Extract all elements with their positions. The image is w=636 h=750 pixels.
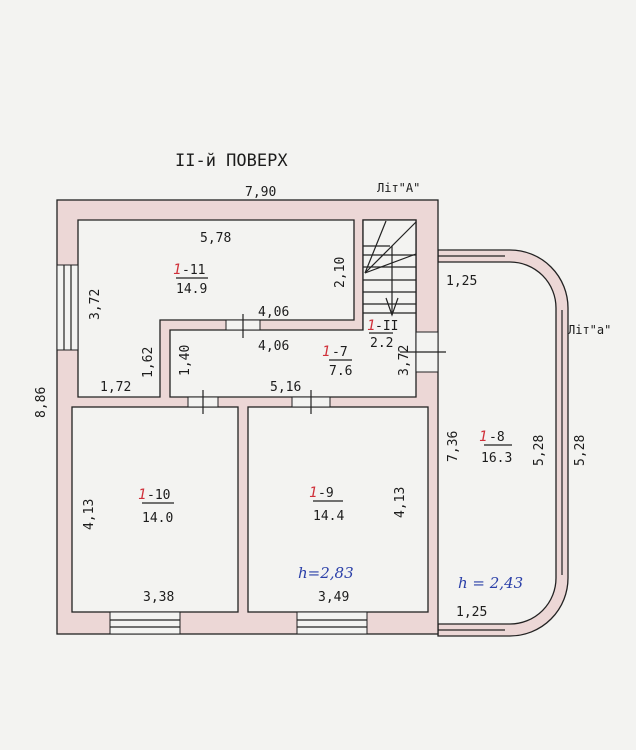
window-bottom-right bbox=[296, 611, 368, 635]
svg-text:7.6: 7.6 bbox=[329, 364, 352, 379]
room-label-11: 1 -11 14.9 bbox=[173, 262, 208, 297]
room-7 bbox=[169, 219, 417, 398]
dim-r10-bottom: 3,38 bbox=[143, 590, 174, 605]
dim-r11-step-top: 4,06 bbox=[258, 305, 289, 320]
dim-outer-height: 8,86 bbox=[34, 387, 49, 418]
dim-r7-bottom: 5,16 bbox=[270, 380, 301, 395]
svg-text:-8: -8 bbox=[489, 430, 505, 445]
dim-outer-width: 7,90 bbox=[245, 185, 276, 200]
svg-text:1: 1 bbox=[138, 487, 146, 503]
lit-balcony-label: Літ"а" bbox=[568, 323, 611, 337]
room-label-9: 1 -9 14.4 bbox=[309, 485, 344, 524]
room-label-7: 1 -7 7.6 bbox=[322, 344, 352, 379]
door-room-9 bbox=[291, 390, 331, 414]
room-label-II: 1 -II 2.2 bbox=[367, 318, 398, 351]
dim-balcony-outer: 5,28 bbox=[573, 435, 588, 466]
dim-r9-right: 4,13 bbox=[393, 487, 408, 518]
svg-text:16.3: 16.3 bbox=[481, 451, 512, 466]
svg-text:1: 1 bbox=[322, 344, 330, 360]
balcony-wall bbox=[437, 249, 569, 637]
dim-r11-left: 3,72 bbox=[88, 289, 103, 320]
svg-text:1: 1 bbox=[173, 262, 181, 278]
svg-text:1: 1 bbox=[479, 429, 487, 445]
svg-text:-11: -11 bbox=[182, 263, 205, 278]
dim-stair-side: 3,72 bbox=[397, 345, 412, 376]
dim-r10-left: 4,13 bbox=[82, 499, 97, 530]
door-room-10 bbox=[187, 390, 219, 414]
svg-text:1: 1 bbox=[367, 318, 375, 334]
svg-text:14.9: 14.9 bbox=[176, 282, 207, 297]
svg-text:-7: -7 bbox=[332, 345, 348, 360]
svg-text:2.2: 2.2 bbox=[370, 336, 393, 351]
dim-r11-top: 5,78 bbox=[200, 231, 231, 246]
room-label-8: 1 -8 16.3 bbox=[479, 429, 512, 466]
svg-text:14.0: 14.0 bbox=[142, 511, 173, 526]
svg-text:14.4: 14.4 bbox=[313, 509, 344, 524]
door-room-11 bbox=[225, 314, 261, 338]
dim-r11-right: 2,10 bbox=[333, 257, 348, 288]
floor-title: II-й ПОВЕРХ bbox=[175, 151, 288, 171]
room-10 bbox=[71, 406, 239, 613]
room-9 bbox=[247, 406, 429, 613]
svg-text:1: 1 bbox=[309, 485, 317, 501]
dim-balcony-left: 7,36 bbox=[446, 431, 461, 462]
dim-r11-bottom: 1,72 bbox=[100, 380, 131, 395]
svg-text:-10: -10 bbox=[147, 488, 170, 503]
stair-icon bbox=[363, 220, 417, 317]
ceiling-height-main: h=2,83 bbox=[298, 564, 354, 582]
svg-text:-II: -II bbox=[375, 319, 398, 334]
room-label-10: 1 -10 14.0 bbox=[138, 487, 174, 526]
dim-balcony-bottom: 1,25 bbox=[456, 605, 487, 620]
dim-r11-step-left: 1,62 bbox=[141, 347, 156, 378]
svg-text:-9: -9 bbox=[318, 486, 334, 501]
dim-balcony-top: 1,25 bbox=[446, 274, 477, 289]
dim-balcony-inner: 5,28 bbox=[532, 435, 547, 466]
lit-main-label: Літ"А" bbox=[377, 181, 420, 195]
ceiling-height-balcony: h = 2,43 bbox=[458, 574, 523, 592]
door-balcony bbox=[400, 331, 446, 373]
dim-r7-left: 1,40 bbox=[178, 345, 193, 376]
room-11 bbox=[77, 219, 355, 398]
window-bottom-left bbox=[109, 611, 181, 635]
dim-r7-top: 4,06 bbox=[258, 339, 289, 354]
window-left bbox=[56, 264, 79, 351]
dim-r9-bottom: 3,49 bbox=[318, 590, 349, 605]
